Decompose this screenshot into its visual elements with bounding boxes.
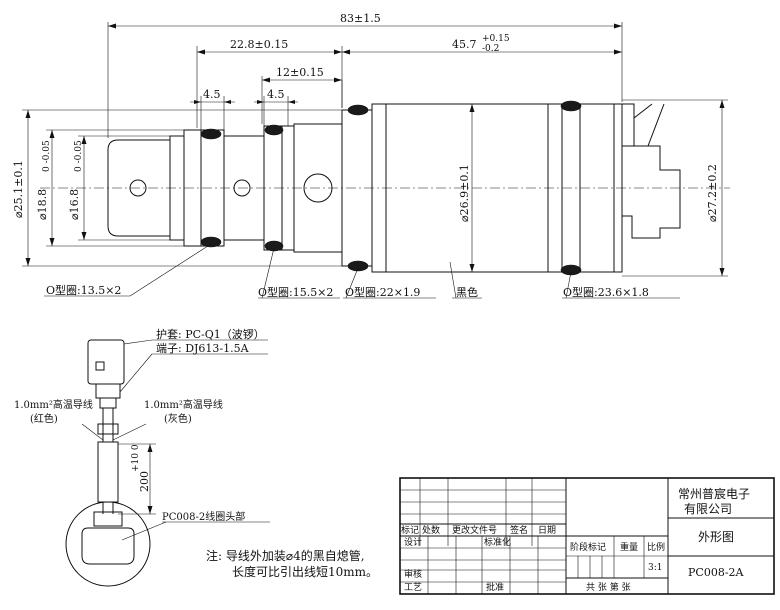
wiring-detail: 护套: PC-Q1（波锣） 端子: DJ613-1.5A 1.0mm²高温导线 … bbox=[14, 327, 270, 587]
dim-4-5-left: 4.5 bbox=[203, 88, 221, 101]
oring-22-top bbox=[347, 104, 369, 116]
mid-hole bbox=[233, 179, 251, 197]
oring-13-5-top bbox=[200, 128, 222, 140]
dim-45-7: 45.7 bbox=[452, 38, 477, 51]
dim-45-7-tol-upper: +0.15 bbox=[482, 34, 510, 44]
coil-head-body bbox=[81, 527, 135, 565]
label-scale: 比例 bbox=[647, 541, 665, 553]
oring-15-5-top bbox=[264, 124, 284, 136]
wire-gray-label-2: (灰色) bbox=[164, 412, 192, 425]
dimension-lines bbox=[22, 22, 728, 277]
callout-oring-22: O型圈:22×1.9 bbox=[345, 285, 420, 299]
hdr-mark: 标记 bbox=[401, 524, 419, 536]
oring-15-5-bottom bbox=[264, 240, 284, 252]
company-line-1: 常州普宸电子 bbox=[678, 486, 750, 501]
title-block: 常州普宸电子 有限公司 外形图 PC008-2A 标记 处数 更改文件号 签名 … bbox=[399, 477, 775, 595]
label-sheets: 共 张 第 张 bbox=[586, 581, 631, 593]
dim-45-7-tol-lower: -0.2 bbox=[482, 44, 499, 54]
oring-22-bottom bbox=[347, 260, 369, 272]
oring-23-6-top bbox=[560, 100, 582, 112]
coil-head-circle bbox=[65, 501, 151, 587]
dia-27-2: ⌀27.2±0.2 bbox=[706, 164, 719, 222]
dim-4-5-right: 4.5 bbox=[267, 88, 285, 101]
dim-12: 12±0.15 bbox=[276, 66, 324, 79]
valve-body bbox=[40, 100, 730, 276]
note: 注: 导线外加装⌀4的黑自熄管, 长度可比引出线短10mm。 bbox=[206, 548, 378, 579]
wire-red-label-2: (红色) bbox=[30, 412, 58, 425]
wire-length-tol: +10 0 bbox=[131, 444, 141, 472]
callouts: O型圈:13.5×2 O型圈:15.5×2 O型圈:22×1.9 黑色 O型圈:… bbox=[44, 243, 680, 299]
valve-nose bbox=[107, 139, 171, 237]
label-stage-mark: 阶段标记 bbox=[570, 541, 606, 553]
terminal-label: 端子: DJ613-1.5A bbox=[156, 342, 250, 355]
port-hole bbox=[303, 173, 333, 203]
label-review: 审核 bbox=[404, 568, 422, 580]
scale-value: 3:1 bbox=[648, 563, 662, 573]
hdr-date: 日期 bbox=[538, 525, 556, 536]
dia-16-8: ⌀16.8 bbox=[68, 189, 81, 220]
terminal bbox=[95, 383, 121, 399]
dia-18-8: ⌀18.8 bbox=[36, 189, 49, 220]
callout-color-black: 黑色 bbox=[456, 285, 478, 299]
nose-hole bbox=[129, 179, 147, 197]
company-line-2: 有限公司 bbox=[684, 502, 732, 516]
wire-red-label-1: 1.0mm²高温导线 bbox=[14, 398, 93, 411]
dia-16-8-tol: 0 -0.05 bbox=[74, 140, 84, 172]
oring-13-5-bottom bbox=[200, 236, 222, 248]
dimension-texts: 83±1.5 22.8±0.15 45.7 +0.15 -0.2 12±0.15… bbox=[12, 12, 719, 222]
dim-overall-length: 83±1.5 bbox=[340, 12, 381, 25]
label-standardization: 标准化 bbox=[484, 536, 511, 548]
hdr-sign: 签名 bbox=[510, 524, 528, 536]
sheath-label: 护套: PC-Q1（波锣） bbox=[156, 327, 265, 341]
sheath-housing bbox=[87, 339, 125, 385]
wire-length: 200 bbox=[138, 471, 151, 492]
hdr-change-doc: 更改文件号 bbox=[452, 524, 497, 536]
note-line-1: 注: 导线外加装⌀4的黑自熄管, bbox=[206, 548, 365, 563]
dim-22-8: 22.8±0.15 bbox=[230, 38, 288, 51]
dia-25-1: ⌀25.1±0.1 bbox=[12, 160, 25, 218]
note-line-2: 长度可比引出线短10mm。 bbox=[232, 564, 378, 579]
connector bbox=[621, 145, 681, 239]
sleeve bbox=[97, 441, 119, 503]
label-weight: 重量 bbox=[620, 541, 638, 553]
label-process: 工艺 bbox=[404, 582, 422, 593]
drawing-number: PC008-2A bbox=[688, 566, 745, 579]
coil-head-label: PC008-2线圈头部 bbox=[162, 510, 245, 523]
dia-26-9: ⌀26.9±0.1 bbox=[458, 164, 471, 222]
wire-exit bbox=[633, 103, 653, 119]
callout-oring-23-6: O型圈:23.6×1.8 bbox=[563, 285, 649, 299]
callout-oring-13-5: O型圈:13.5×2 bbox=[46, 283, 121, 297]
label-approve: 批准 bbox=[486, 581, 504, 593]
oring-23-6-bottom bbox=[560, 264, 582, 276]
drawing-title: 外形图 bbox=[698, 530, 734, 544]
wire-gray-label-1: 1.0mm²高温导线 bbox=[144, 398, 223, 411]
dia-18-8-tol: 0 -0.05 bbox=[42, 140, 52, 172]
callout-oring-15-5: O型圈:15.5×2 bbox=[258, 285, 333, 299]
hdr-count: 处数 bbox=[422, 524, 440, 536]
label-design: 设计 bbox=[404, 536, 422, 548]
